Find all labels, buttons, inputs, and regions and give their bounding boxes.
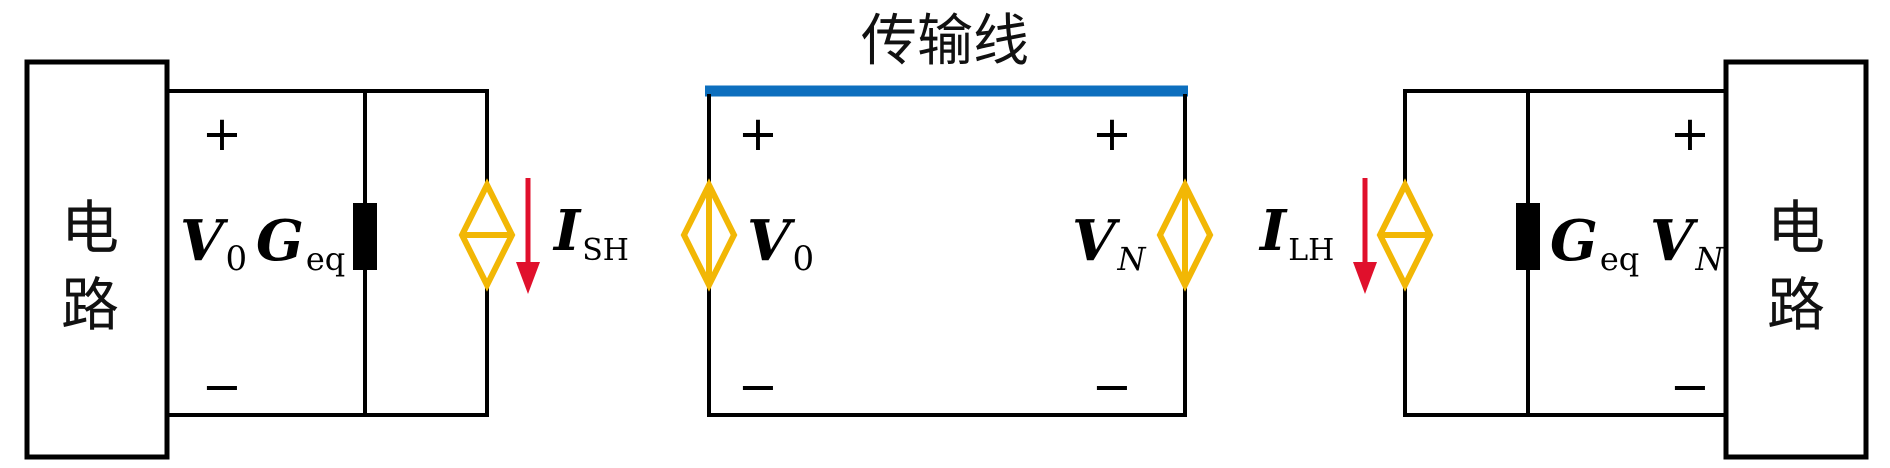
left-minus-sign: − — [202, 359, 242, 415]
tl-left-minus-sign: − — [738, 359, 778, 415]
tl-right-plus-sign: + — [1092, 106, 1132, 162]
tl-v0-label: V0 — [747, 208, 814, 279]
left-block-label-2: 路 — [61, 271, 119, 339]
left-network-wires — [165, 89, 489, 417]
tl-right-minus-sign: − — [1092, 359, 1132, 415]
right-geq-label: Geq — [1550, 208, 1639, 278]
left-block-label-1: 电 — [61, 194, 119, 262]
tl-vn-label: VN — [1072, 208, 1146, 278]
left-plus-sign: + — [202, 106, 242, 162]
right-circuit-block — [1723, 59, 1869, 460]
ilh-label: ILH — [1258, 198, 1334, 268]
tl-left-plus-sign: + — [738, 106, 778, 162]
right-minus-sign: − — [1670, 359, 1710, 415]
left-conductance-element — [353, 203, 377, 270]
right-current-arrow — [1353, 178, 1377, 294]
right-vn-label: VN — [1650, 208, 1724, 278]
diagram-title: 传输线 — [861, 9, 1029, 74]
left-circuit-block — [24, 59, 170, 460]
right-current-source — [1376, 178, 1434, 292]
left-current-source — [458, 178, 516, 292]
left-geq-label: Geq — [256, 208, 345, 278]
right-block-label-2: 路 — [1767, 271, 1825, 339]
tl-right-current-source — [1156, 178, 1214, 292]
ish-label: ISH — [552, 198, 629, 268]
right-block-label-1: 电 — [1767, 194, 1825, 262]
left-current-arrow — [516, 178, 540, 294]
left-v0-label: V0 — [180, 208, 247, 279]
right-network-wires — [1403, 89, 1728, 417]
right-conductance-element — [1516, 203, 1540, 270]
transmission-line-wires — [707, 94, 1187, 417]
right-plus-sign: + — [1670, 106, 1710, 162]
tl-left-current-source — [680, 178, 738, 292]
